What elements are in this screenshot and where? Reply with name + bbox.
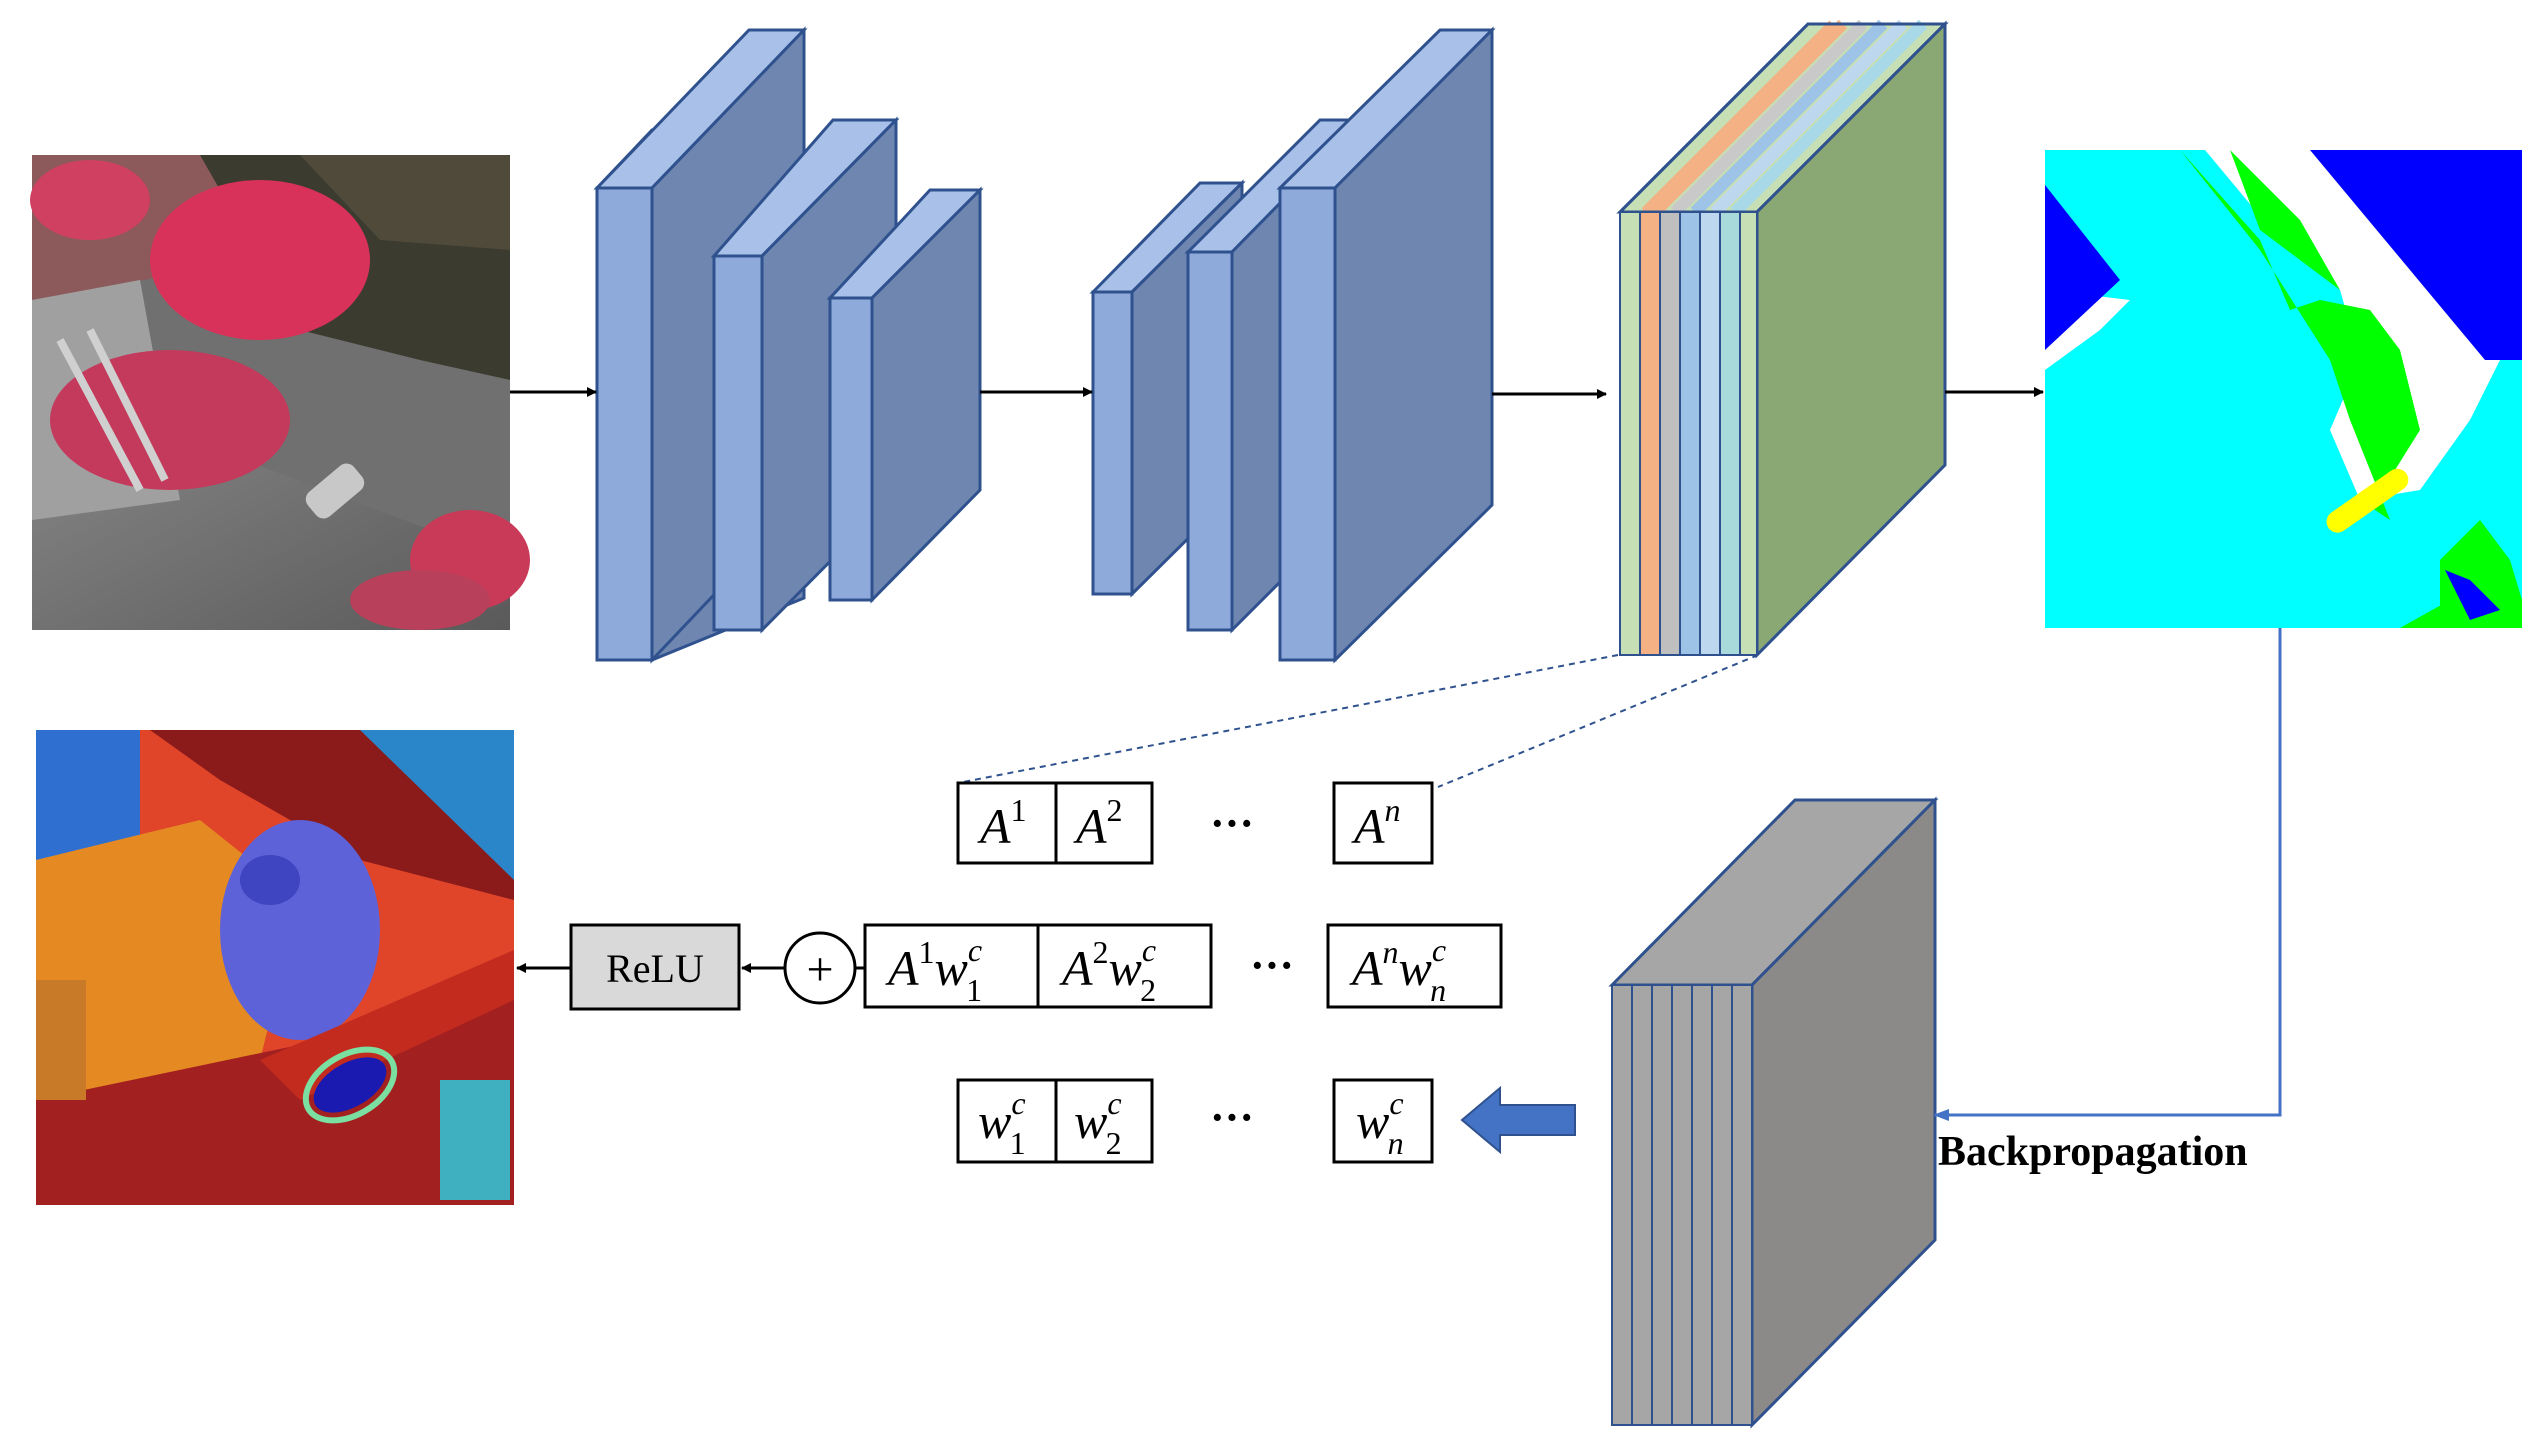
gradient-pooling-arrow bbox=[1460, 1085, 1576, 1155]
backprop-path: Backpropagation bbox=[1933, 628, 2282, 1175]
feature-map-an: An bbox=[1351, 792, 1401, 854]
backprop-label: Backpropagation bbox=[1938, 1129, 2248, 1175]
weighted-map-ellipsis: ··· bbox=[1250, 941, 1294, 990]
segmentation-output bbox=[2045, 150, 2522, 628]
feature-map-ellipsis: ··· bbox=[1210, 799, 1254, 848]
feature-map-stack bbox=[1616, 19, 1949, 659]
gradcam-heatmap bbox=[36, 730, 514, 1205]
sum-node: + bbox=[741, 931, 865, 1005]
projection-lines bbox=[957, 654, 1759, 788]
sum-symbol: + bbox=[806, 943, 833, 996]
relu-box: ReLU bbox=[516, 923, 741, 1011]
encoder-blocks bbox=[593, 26, 984, 664]
feature-map-a2: A2 bbox=[1073, 792, 1123, 854]
weight-ellipsis: ··· bbox=[1210, 1093, 1254, 1142]
decoder-blocks bbox=[1089, 26, 1496, 664]
feature-map-a1: A1 bbox=[977, 792, 1027, 854]
flow-arrows bbox=[510, 387, 2044, 399]
decoder-block-3 bbox=[1276, 26, 1496, 664]
input-image bbox=[30, 155, 530, 630]
gradient-stack bbox=[1608, 796, 1939, 1429]
encoder-block-3 bbox=[826, 186, 984, 604]
feature-map-row: A1 A2 ··· An bbox=[956, 781, 1434, 865]
relu-label: ReLU bbox=[606, 946, 704, 991]
